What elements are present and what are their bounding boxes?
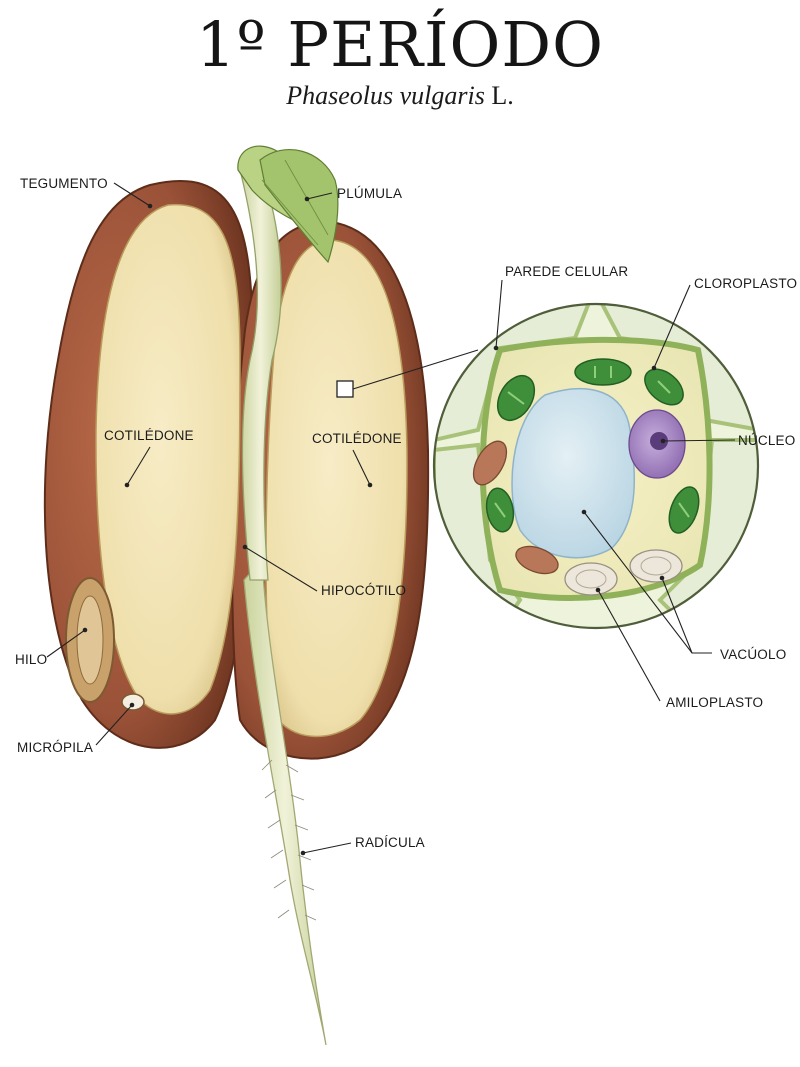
species-authority: L. xyxy=(491,81,514,110)
bean-seed xyxy=(43,145,430,1046)
cotyledon-left xyxy=(95,203,241,715)
mitochondrion-1 xyxy=(472,440,508,486)
labels: TEGUMENTO PLÚMULA PAREDE CELULAR CLOROPL… xyxy=(15,176,797,850)
label-tegumento: TEGUMENTO xyxy=(20,176,108,191)
amyloplast-2 xyxy=(629,549,683,583)
label-cloroplasto: CLOROPLASTO xyxy=(694,276,797,291)
plumule xyxy=(237,145,339,264)
cell-magnification xyxy=(432,302,760,630)
mitochondrion-2 xyxy=(515,545,559,575)
cotyledon-right xyxy=(265,239,408,738)
species-binomial: Phaseolus vulgaris xyxy=(286,81,485,110)
label-plumula: PLÚMULA xyxy=(337,186,402,201)
label-cotiledone-right: COTILÉDONE xyxy=(312,431,402,446)
label-hilo: HILO xyxy=(15,652,47,667)
label-parede-celular: PAREDE CELULAR xyxy=(505,264,628,279)
leader-lines xyxy=(46,182,736,856)
label-hipocotilo: HIPOCÓTILO xyxy=(321,583,406,598)
amyloplast-1 xyxy=(564,562,618,596)
magnification-marker xyxy=(336,380,354,398)
label-cotiledone-left: COTILÉDONE xyxy=(104,428,194,443)
page-title: 1º PERÍODO xyxy=(196,8,604,81)
root-hairs xyxy=(261,759,317,921)
label-micropila: MICRÓPILA xyxy=(17,740,93,755)
micropyle xyxy=(121,693,145,711)
label-amiloplasto: AMILOPLASTO xyxy=(666,695,763,710)
hilum-inner xyxy=(76,595,104,685)
radicle xyxy=(243,558,327,1046)
label-nucleo: NÚCLEO xyxy=(738,433,795,448)
label-vacuolo: VACÚOLO xyxy=(720,647,786,662)
species-name: Phaseolus vulgaris L. xyxy=(0,80,800,112)
label-radicula: RADÍCULA xyxy=(355,835,425,850)
chloroplasts xyxy=(485,358,700,534)
vacuole xyxy=(511,388,636,559)
hypocotyl xyxy=(239,169,282,581)
